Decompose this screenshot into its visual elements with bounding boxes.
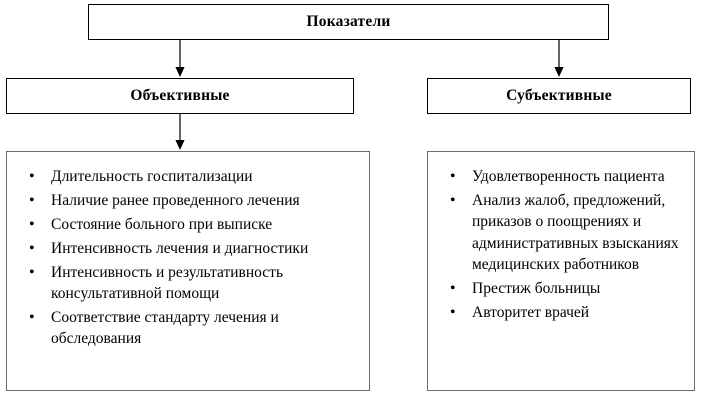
list-item: • Авторитет врачей [450,302,684,323]
list-item: • Удовлетворенность пациента [450,166,684,187]
bullet-icon: • [29,239,35,257]
branch-node-objective-label: Объективные [130,87,230,104]
bullet-icon: • [29,215,35,233]
list-item-label: Удовлетворенность пациента [472,168,665,185]
subjective-items-panel: • Удовлетворенность пациента • Анализ жало… [427,151,695,391]
bullet-icon: • [450,191,456,209]
list-item: • Длительность госпитализации [29,166,359,187]
list-item: • Наличие ранее проведенного лечения [29,190,359,211]
list-item: • Соответствие стандарту лечения и обслед… [29,307,359,350]
list-item: • Анализ жалоб, предложений, приказов о п… [450,190,684,276]
branch-node-subjective: Субъективные [427,78,691,114]
list-item: • Престиж больницы [450,278,684,299]
list-item-label: Длительность госпитализации [51,168,253,185]
list-item-label: Интенсивность лечения и диагностики [51,239,309,257]
bullet-icon: • [450,279,456,297]
branch-node-subjective-label: Субъективные [506,87,612,104]
list-item-label: Интенсивность и результативность консуль… [51,263,284,302]
list-item-label: Анализ жалоб, предложений, приказов о по… [472,191,679,273]
root-node-label: Показатели [306,13,391,30]
list-item-label: Наличие ранее проведенного лечения [51,191,300,209]
branch-node-objective: Объективные [6,78,354,114]
list-item-label: Состояние больного при выписке [51,215,273,233]
bullet-icon: • [29,168,35,185]
root-node: Показатели [88,4,609,40]
objective-items-list: • Длительность госпитализации • Наличие ра… [7,152,369,350]
list-item: • Интенсивность и результативность консул… [29,262,359,305]
list-item: • Интенсивность лечения и диагностики [29,238,359,259]
bullet-icon: • [29,191,35,209]
list-item-label: Авторитет врачей [472,303,590,321]
list-item: • Состояние больного при выписке [29,214,359,235]
subjective-items-list: • Удовлетворенность пациента • Анализ жало… [428,152,694,323]
bullet-icon: • [29,308,35,326]
list-item-label: Престиж больницы [472,279,601,297]
objective-items-panel: • Длительность госпитализации • Наличие ра… [6,151,370,391]
bullet-icon: • [450,168,456,185]
bullet-icon: • [29,263,35,281]
bullet-icon: • [450,303,456,321]
list-item-label: Соответствие стандарту лечения и обследо… [51,308,279,348]
